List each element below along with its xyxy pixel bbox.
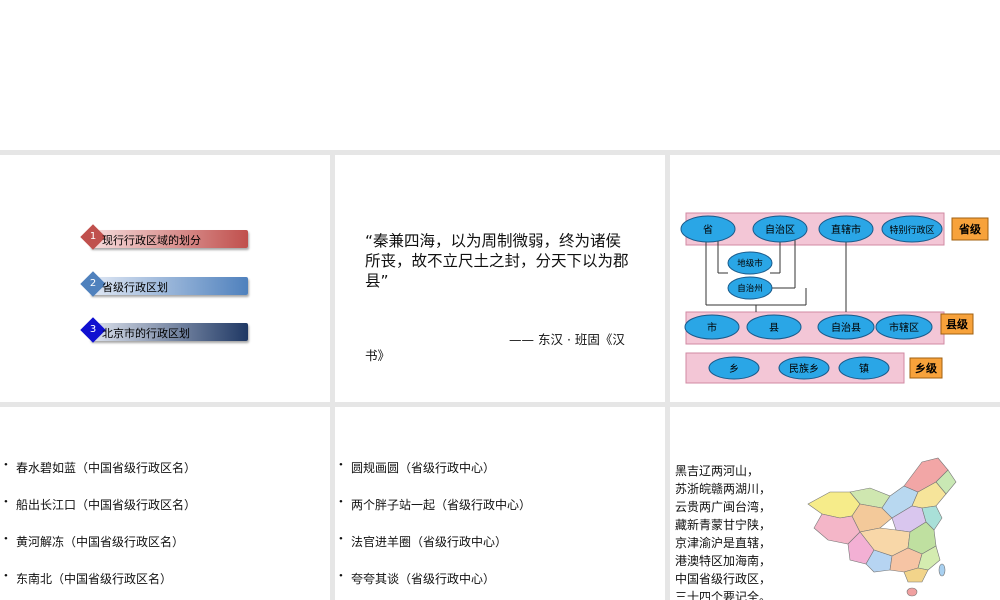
county-label: 市辖区 xyxy=(889,321,919,334)
ellipse-autonomous-county xyxy=(817,314,875,340)
slide-hierarchy-diagram: 省 自治区 直辖市 特别行政区 地级市 自治州 市 县 自治县 市辖区 乡 民族… xyxy=(670,155,1000,402)
slide-province-riddles: 春水碧如蓝（中国省级行政区名） 船出长江口（中国省级行政区名） 黄河解冻（中国省… xyxy=(0,407,330,600)
menu-item-3[interactable]: 3 北京市的行政区划 xyxy=(80,317,248,343)
province-label: 自治区 xyxy=(765,223,795,236)
slide-capital-riddles: 圆规画圆（省级行政中心） 两个胖子站一起（省级行政中心） 法官进羊圈（省级行政中… xyxy=(335,407,665,600)
township-label: 镇 xyxy=(859,362,869,375)
slide-menu: 1 现行行政区域的划分 2 省级行政区划 3 北京市的行政区划 xyxy=(0,155,330,402)
province-label: 特别行政区 xyxy=(889,224,934,236)
menu-item-label: 现行行政区域的划分 xyxy=(102,234,201,247)
riddle-list: 春水碧如蓝（中国省级行政区名） 船出长江口（中国省级行政区名） 黄河解冻（中国省… xyxy=(4,459,196,600)
riddle-list: 圆规画圆（省级行政中心） 两个胖子站一起（省级行政中心） 法官进羊圈（省级行政中… xyxy=(339,459,531,600)
prefecture-label: 地级市 xyxy=(737,258,763,269)
ellipse-county xyxy=(746,314,802,340)
list-item: 东南北（中国省级行政区名） xyxy=(4,570,196,600)
list-item: 两个胖子站一起（省级行政中心） xyxy=(339,496,531,533)
ellipse-city xyxy=(684,314,740,340)
quote-text: “秦兼四海，以为周制微弱，终为诸侯所丧，故不立尺土之封，分天下以为郡县” xyxy=(365,232,629,290)
quote-citation-cont: 书》 xyxy=(365,348,391,363)
ellipse-autonomous-region xyxy=(752,215,808,243)
ellipse-sar xyxy=(881,215,943,243)
list-item: 法官进羊圈（省级行政中心） xyxy=(339,533,531,570)
tag-county-level xyxy=(940,313,974,335)
menu-item-2[interactable]: 2 省级行政区划 xyxy=(80,271,248,297)
ellipse-ethnic-township xyxy=(778,356,830,380)
list-item: 黄河解冻（中国省级行政区名） xyxy=(4,533,196,570)
blank-slide xyxy=(0,0,1000,150)
china-map-image xyxy=(807,457,957,597)
menu-item-label: 北京市的行政区划 xyxy=(102,327,190,340)
province-label: 省 xyxy=(703,223,713,236)
ellipse-autonomous-prefecture xyxy=(727,276,773,300)
svg-text:县级: 县级 xyxy=(946,317,969,331)
slide-quote: “秦兼四海，以为周制微弱，终为诸侯所丧，故不立尺土之封，分天下以为郡县” —— … xyxy=(335,155,665,402)
slide-province-poem: 黑吉辽两河山， 苏浙皖赣两湖川， 云贵两广闽台湾， 藏新青蒙甘宁陕， 京津渝沪是… xyxy=(670,407,1000,600)
menu-item-1[interactable]: 1 现行行政区域的划分 xyxy=(80,224,248,250)
mnemonic-poem: 黑吉辽两河山， 苏浙皖赣两湖川， 云贵两广闽台湾， 藏新青蒙甘宁陕， 京津渝沪是… xyxy=(675,464,772,600)
ellipse-prefecture-city xyxy=(727,251,773,275)
county-label: 市 xyxy=(707,321,717,334)
list-item: 圆规画圆（省级行政中心） xyxy=(339,459,531,496)
county-label: 县 xyxy=(769,322,779,334)
ellipse-district xyxy=(875,314,933,340)
list-item: 船出长江口（中国省级行政区名） xyxy=(4,496,196,533)
township-label: 民族乡 xyxy=(789,362,819,375)
ellipse-province xyxy=(680,215,736,243)
ellipse-township xyxy=(708,356,760,380)
list-item: 春水碧如蓝（中国省级行政区名） xyxy=(4,459,196,496)
ellipse-municipality xyxy=(818,215,874,243)
list-item: 夸夸其谈（省级行政中心） xyxy=(339,570,531,600)
province-label: 直辖市 xyxy=(831,223,861,236)
connector-lines xyxy=(705,240,847,312)
tag-township-level xyxy=(909,357,943,379)
admin-hierarchy-diagram: 省 自治区 直辖市 特别行政区 地级市 自治州 市 县 自治县 市辖区 乡 民族… xyxy=(680,212,989,384)
menu-item-label: 省级行政区划 xyxy=(102,281,168,294)
tag-province-level xyxy=(951,217,989,241)
svg-text:乡级: 乡级 xyxy=(915,361,938,375)
township-label: 乡 xyxy=(729,363,739,375)
svg-text:省级: 省级 xyxy=(958,222,982,236)
quote-citation: —— 东汉 · 班固《汉 xyxy=(509,332,625,347)
county-label: 自治县 xyxy=(831,321,861,334)
ellipse-town xyxy=(838,356,890,380)
prefecture-label: 自治州 xyxy=(737,283,763,294)
